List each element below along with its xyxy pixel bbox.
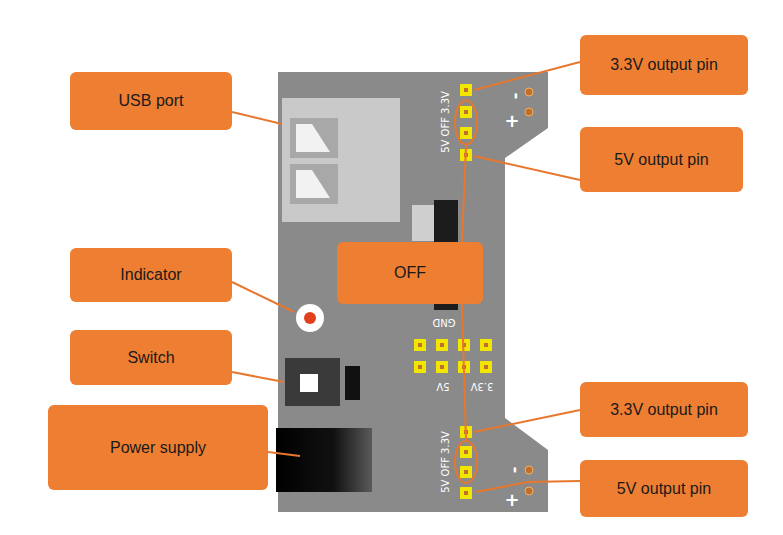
indicator-led-light — [304, 312, 316, 324]
switch-button — [300, 374, 318, 392]
indicator-led — [296, 304, 324, 332]
callout-text: USB port — [119, 92, 184, 110]
rail-hole — [525, 88, 533, 96]
callout-text: 3.3V output pin — [610, 56, 718, 74]
jumper-cap — [412, 205, 436, 241]
callout-box: 5V output pin — [580, 127, 743, 192]
callout-box: 3.3V output pin — [580, 35, 748, 95]
rail-hole — [525, 108, 533, 116]
callout-box: USB port — [70, 72, 232, 130]
silkscreen-label: 5V — [436, 381, 449, 391]
usb-contact — [296, 170, 330, 198]
callout-text: Power supply — [110, 439, 206, 457]
usb-contact — [296, 124, 330, 152]
leader-line — [474, 156, 580, 180]
leader-line — [232, 282, 294, 312]
leader-line — [232, 372, 284, 382]
off-ring — [455, 441, 477, 483]
silkscreen-label: GND — [433, 317, 456, 327]
off-ring — [455, 101, 477, 145]
silkscreen-label: + — [504, 491, 519, 509]
callout-text: Indicator — [120, 266, 181, 284]
callout-box: OFF — [337, 242, 483, 304]
callout-text: Switch — [127, 349, 174, 367]
callout-box: 3.3V output pin — [580, 382, 748, 437]
leader-line — [474, 62, 580, 90]
power-jack — [276, 428, 372, 492]
rail-hole — [525, 487, 533, 495]
silkscreen-label: 5V OFF 3.3V — [441, 431, 451, 493]
switch-part — [345, 366, 360, 400]
leader-line — [462, 146, 466, 242]
callout-text: OFF — [394, 264, 426, 282]
leader-line — [476, 481, 580, 492]
silkscreen-label: + — [504, 112, 519, 130]
callout-box: Indicator — [70, 248, 232, 302]
silkscreen-label: 3.3V — [471, 381, 494, 391]
silkscreen-label: - — [507, 93, 523, 100]
callout-box: 5V output pin — [580, 460, 748, 517]
usb-slot — [290, 118, 338, 158]
callout-box: Power supply — [48, 405, 268, 490]
leader-line — [268, 452, 300, 456]
leader-line — [232, 112, 282, 124]
silkscreen-label: 5V OFF 3.3V — [441, 91, 451, 153]
leader-line — [474, 410, 580, 432]
callout-text: 5V output pin — [614, 151, 708, 169]
usb-slot — [290, 164, 338, 204]
switch-body — [285, 358, 340, 406]
rail-hole — [525, 466, 533, 474]
usb-port — [282, 98, 400, 222]
callout-text: 3.3V output pin — [610, 401, 718, 419]
callout-text: 5V output pin — [617, 480, 711, 498]
callout-box: Switch — [70, 330, 232, 385]
silkscreen-label: - — [506, 467, 522, 474]
leader-line — [462, 304, 466, 440]
